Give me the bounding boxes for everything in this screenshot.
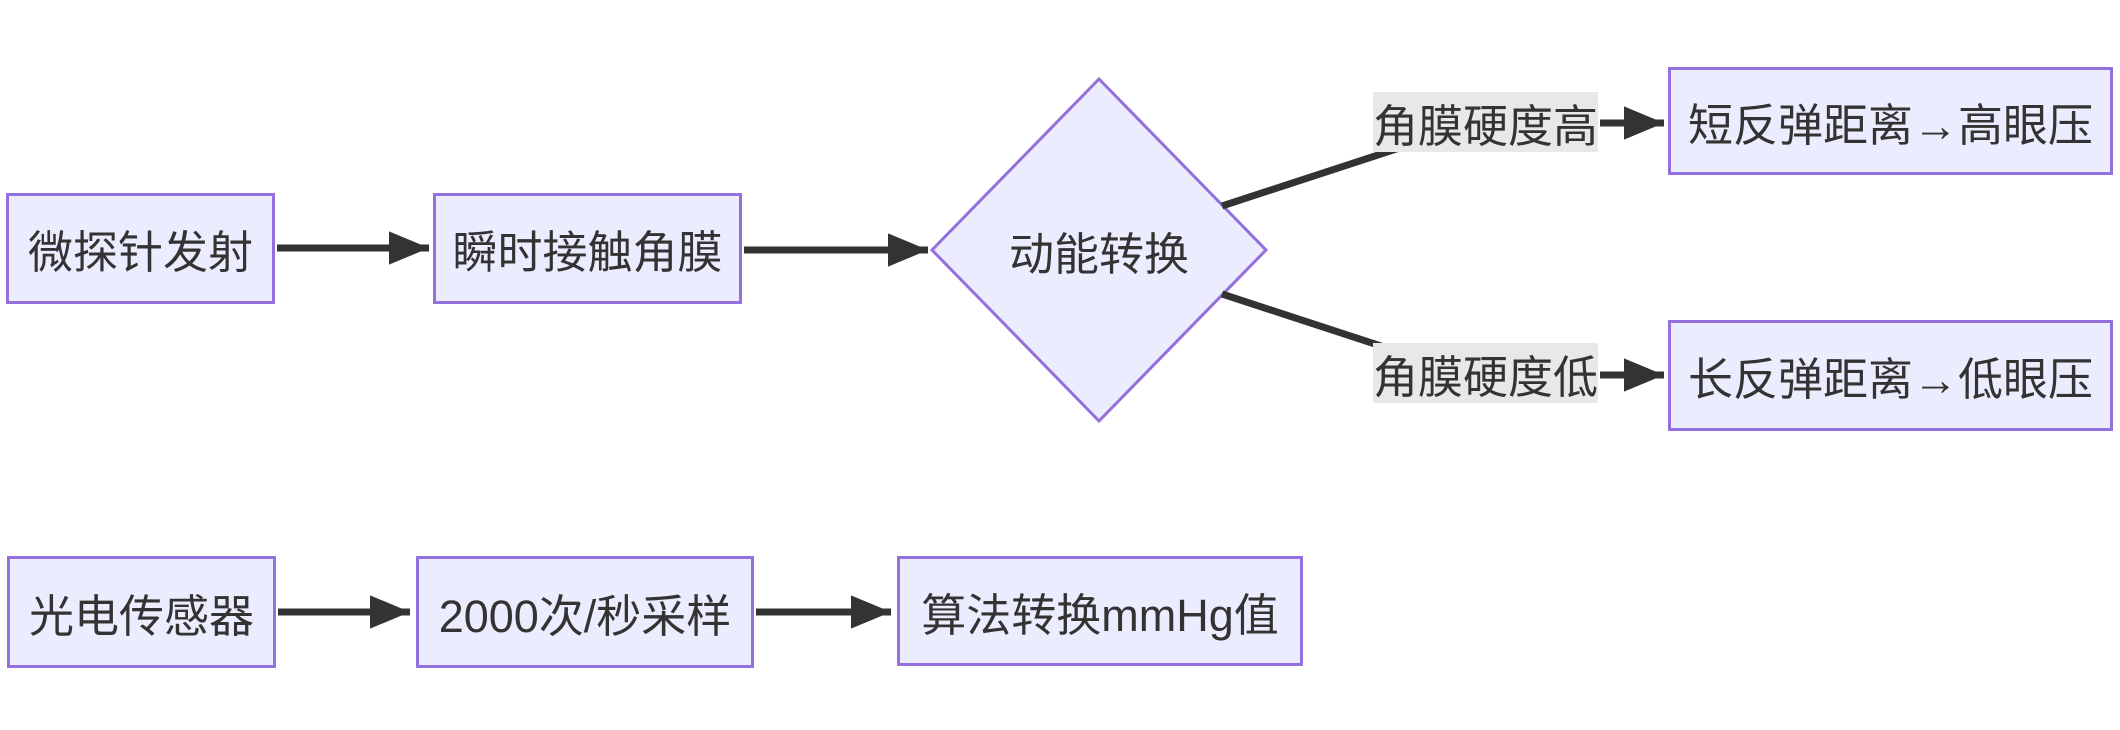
node-long-rebound-low-iop: 长反弹距离→低眼压 bbox=[1668, 320, 2113, 431]
node-instant-contact: 瞬时接触角膜 bbox=[433, 193, 742, 304]
node-sampling-rate: 2000次/秒采样 bbox=[416, 556, 754, 668]
node-decision-kinetic-conversion: 动能转换 bbox=[1008, 228, 1189, 280]
edge-label-cornea-hardness-low: 角膜硬度低 bbox=[1373, 343, 1598, 403]
edge-label-cornea-hardness-high: 角膜硬度高 bbox=[1373, 92, 1598, 152]
decision-diamond-shape bbox=[929, 76, 1269, 424]
node-short-rebound-high-iop: 短反弹距离→高眼压 bbox=[1668, 67, 2113, 175]
node-probe-launch: 微探针发射 bbox=[6, 193, 275, 304]
node-algorithm-mmhg-conversion: 算法转换mmHg值 bbox=[897, 556, 1303, 666]
node-photoelectric-sensor: 光电传感器 bbox=[7, 556, 276, 668]
